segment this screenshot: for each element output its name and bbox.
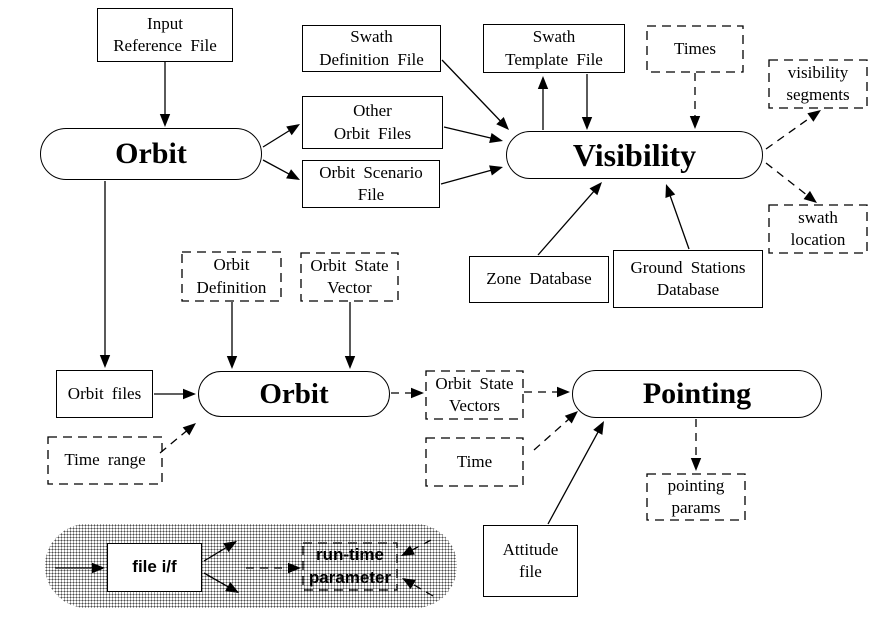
edge-visibility-to-swath-template-arrowhead — [537, 76, 549, 89]
edge-time-range-to-orbit-arrowhead — [182, 423, 196, 436]
edge-ground-stations-to-visibility-arrowhead — [665, 184, 676, 198]
edge-other-orbit-to-visibility-arrowhead — [489, 132, 503, 144]
node-attitude-file: Attitude file — [483, 525, 578, 597]
edge-input-reference-to-orbit-arrowhead — [159, 114, 171, 127]
edge-time-range-to-orbit — [159, 428, 190, 454]
edge-attitude-file-to-pointing-arrowhead — [593, 421, 604, 435]
node-orbit-definition: Orbit Definition — [196, 255, 267, 297]
node-other-orbit-files: Other Orbit Files — [302, 96, 443, 149]
node-time: Time — [456, 451, 493, 471]
node-orbit-state-vectors: Orbit State Vectors — [435, 373, 514, 415]
edge-orbit-files-to-orbit-arrowhead — [183, 388, 196, 400]
node-orbit-state-vector: Orbit State Vector — [310, 255, 389, 297]
node-pointing-program: Pointing — [572, 370, 822, 418]
node-swath-definition-file: Swath Definition File — [302, 25, 441, 72]
edge-visibility-to-swath-location-arrowhead — [803, 190, 817, 203]
node-pointing-params: pointing params — [667, 475, 725, 517]
node-times: Times — [674, 38, 716, 58]
edge-orbit-scenario-to-visibility — [440, 168, 495, 185]
edge-visibility-to-vis-segments-arrowhead — [807, 110, 821, 122]
edge-other-orbit-to-visibility — [443, 126, 495, 140]
node-input-reference-file: Input Reference File — [97, 8, 233, 62]
edge-orbit-state-vector-to-orbit-arrowhead — [344, 356, 356, 369]
node-orbit-program-bottom: Orbit — [198, 371, 390, 417]
legend-runtime-parameter-box: run-time parameter — [308, 545, 392, 587]
edge-swath-template-to-visibility-arrowhead — [581, 117, 593, 130]
node-orbit-scenario-file: Orbit Scenario File — [302, 160, 440, 208]
node-time-range: Time range — [64, 450, 146, 470]
node-ground-stations-database: Ground Stations Database — [613, 250, 763, 308]
edge-orbit-to-orbit-files-arrowhead — [99, 355, 111, 368]
edge-pointing-to-pointing-params-arrowhead — [690, 458, 702, 471]
edge-orbit-to-orbit-scenario-file-arrowhead — [286, 169, 300, 180]
node-visibility-program: Visibility — [506, 131, 763, 179]
edge-ground-stations-to-visibility — [668, 192, 690, 250]
node-orbit-files: Orbit files — [56, 370, 153, 418]
edge-swath-def-to-visibility-arrowhead — [496, 117, 509, 130]
edge-orbit-scenario-to-visibility-arrowhead — [489, 165, 503, 176]
node-swath-template-file: Swath Template File — [483, 24, 625, 73]
edge-attitude-file-to-pointing — [547, 428, 601, 525]
edge-zone-db-to-visibility-arrowhead — [589, 182, 602, 196]
edge-orbit-to-other-orbit-files-arrowhead — [286, 124, 300, 136]
node-visibility-segments: visibility segments — [786, 62, 850, 104]
edge-visibility-to-swath-location — [765, 162, 811, 198]
node-zone-database: Zone Database — [469, 256, 609, 303]
legend-file-if-box: file i/f — [107, 543, 202, 592]
node-swath-location: swath location — [790, 207, 846, 249]
edge-orbit-to-orbit-state-vectors-arrowhead — [411, 387, 424, 399]
edge-orbit-definition-to-orbit-arrowhead — [226, 356, 238, 369]
edge-orbit-to-orbit-scenario-file — [262, 159, 293, 177]
edge-times-to-visibility-arrowhead — [689, 116, 701, 129]
edge-time-to-pointing — [533, 416, 572, 451]
node-orbit-program-top: Orbit — [40, 128, 262, 180]
edge-zone-db-to-visibility — [537, 188, 597, 256]
edge-visibility-to-vis-segments — [765, 114, 815, 150]
edge-orbit-to-other-orbit-files — [262, 128, 293, 148]
edge-osv-to-pointing-arrowhead — [557, 386, 570, 398]
edge-time-to-pointing-arrowhead — [564, 411, 578, 424]
